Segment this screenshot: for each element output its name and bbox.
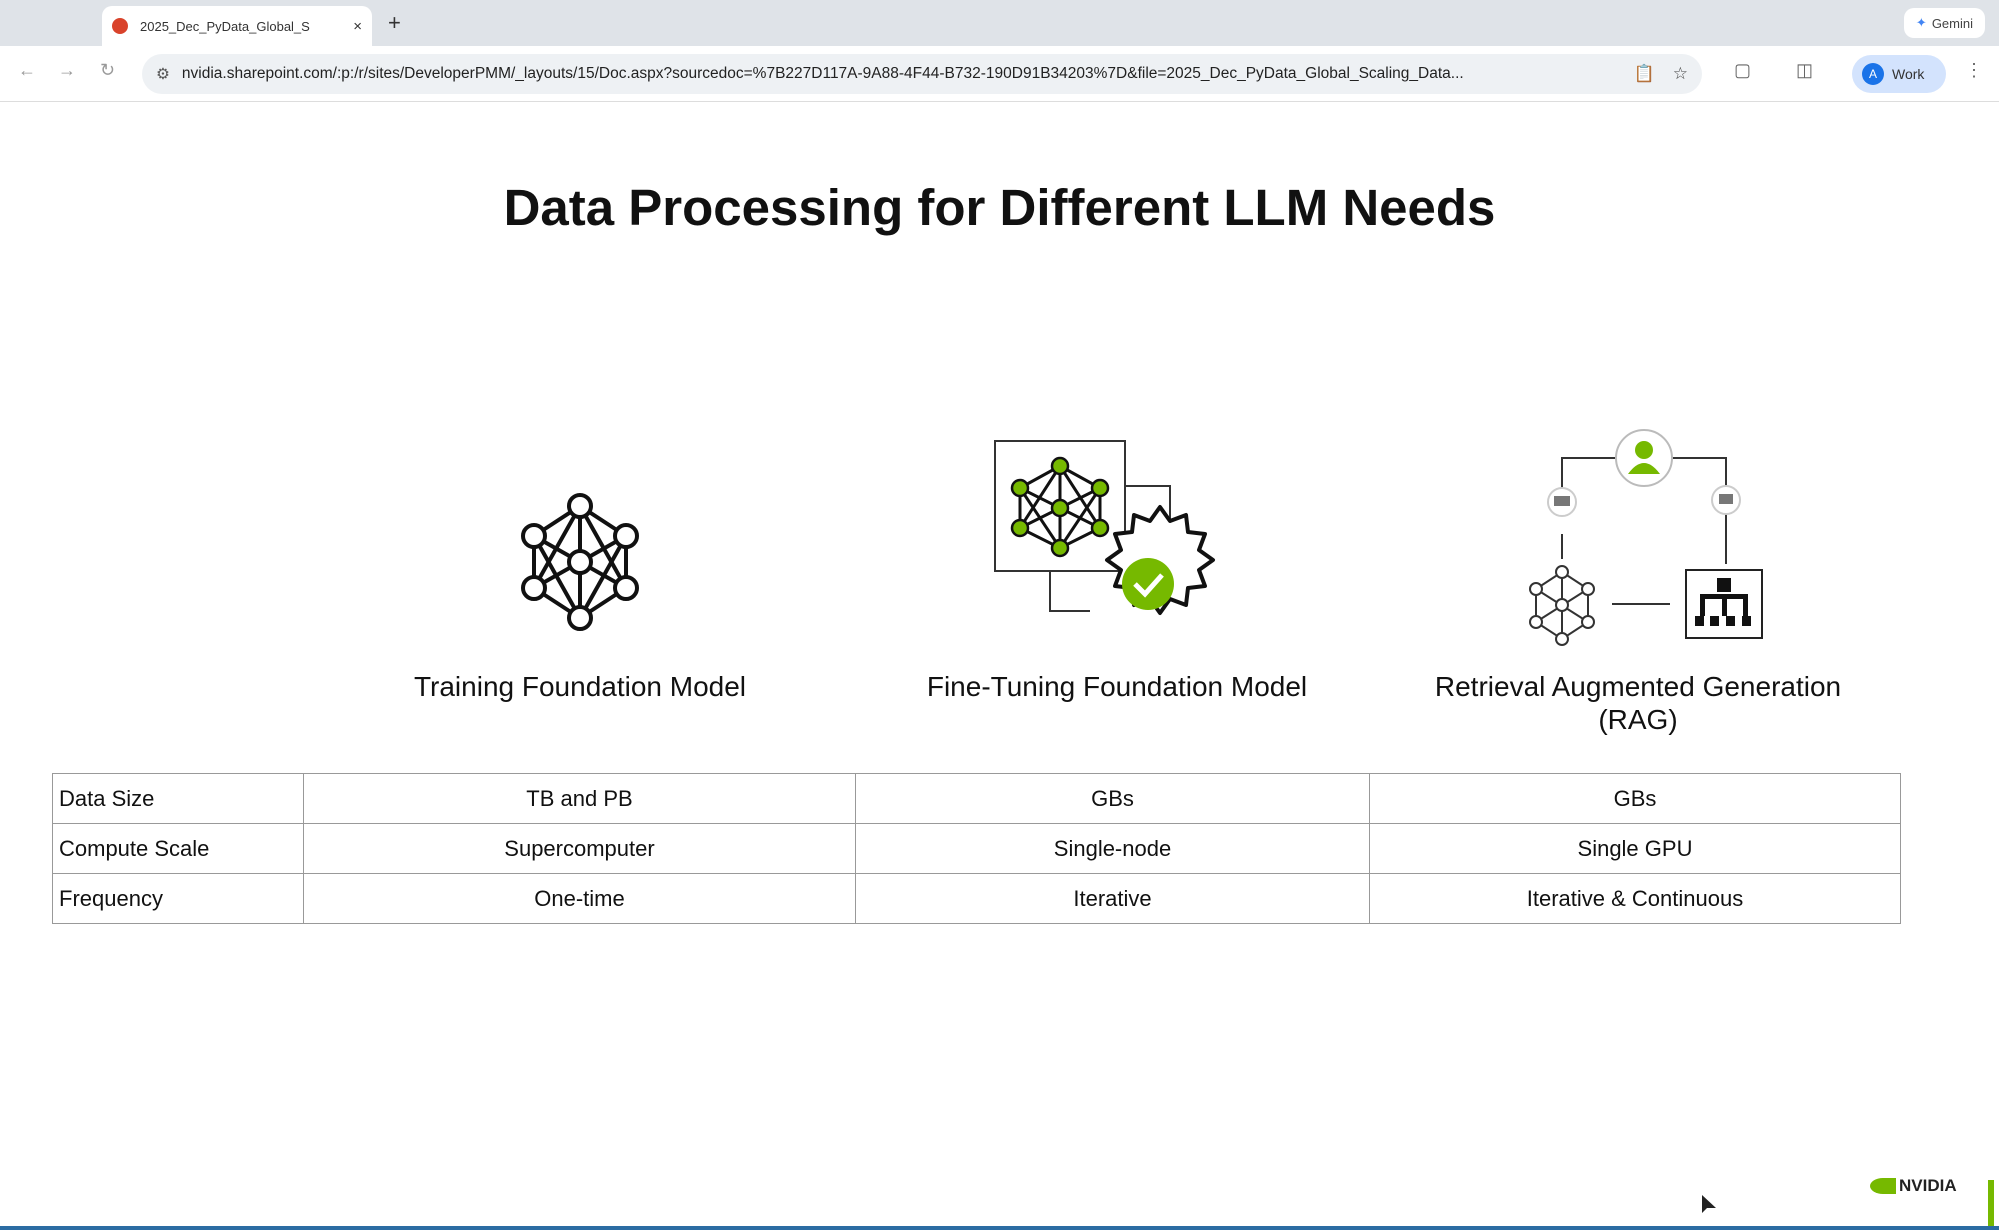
nvidia-logo: NVIDIA	[1870, 1176, 1957, 1196]
profile-label: Work	[1892, 66, 1925, 82]
row-header: Frequency	[52, 873, 304, 924]
gear-icon	[1105, 505, 1215, 615]
table-cell: One-time	[303, 873, 856, 924]
column-label-fine-tuning: Fine-Tuning Foundation Model	[926, 671, 1308, 702]
table-cell: Single GPU	[1369, 823, 1901, 874]
small-neural-network-icon	[1529, 565, 1595, 646]
row-header: Data Size	[52, 773, 304, 824]
table-cell: TB and PB	[303, 773, 856, 824]
extensions-icon[interactable]: ▢	[1734, 60, 1752, 80]
table-cell: Iterative	[855, 873, 1370, 924]
taskbar-strip	[0, 1226, 1999, 1230]
more-menu-icon[interactable]: ⋮	[1965, 60, 1983, 80]
column-label-rag: Retrieval Augmented Generation (RAG)	[1434, 671, 1842, 735]
comparison-table: Data Size TB and PB GBs GBs Compute Scal…	[52, 773, 1901, 924]
neural-network-icon	[521, 493, 639, 631]
bookmark-star-icon[interactable]: ☆	[1672, 64, 1688, 83]
table-cell: Single-node	[855, 823, 1370, 874]
nvidia-eye-icon	[1870, 1178, 1896, 1194]
table-cell: Iterative & Continuous	[1369, 873, 1901, 924]
new-tab-button[interactable]: +	[388, 10, 401, 35]
table-row: Compute Scale Supercomputer Single-node …	[52, 823, 1901, 874]
powerpoint-favicon-icon	[112, 18, 128, 34]
tab-bar: 2025_Dec_PyData_Global_S × + ✦ Gemini	[0, 0, 1999, 46]
fine-tuning-gear-icon	[994, 440, 1215, 615]
site-settings-icon[interactable]: ⚙	[156, 65, 170, 83]
table-row: Data Size TB and PB GBs GBs	[52, 773, 1901, 824]
table-row: Frequency One-time Iterative Iterative &…	[52, 873, 1901, 924]
table-cell: GBs	[1369, 773, 1901, 824]
gemini-sparkle-icon: ✦	[1915, 15, 1927, 30]
table-cell: GBs	[855, 773, 1370, 824]
table-cell: Supercomputer	[303, 823, 856, 874]
column-label-training: Training Foundation Model	[413, 671, 747, 702]
gemini-label: Gemini	[1931, 15, 1973, 31]
tab-title: 2025_Dec_PyData_Global_S	[140, 18, 310, 34]
row-header: Compute Scale	[52, 823, 304, 874]
avatar: A	[1862, 63, 1884, 85]
clipboard-icon[interactable]: 📋	[1633, 64, 1655, 83]
gemini-button[interactable]: ✦ Gemini	[1903, 8, 1985, 38]
close-tab-icon[interactable]: ×	[353, 17, 362, 35]
navigation-bar: ← → ↻ ⚙ nvidia.sharepoint.com/:p:/r/site…	[0, 46, 1999, 102]
url-text[interactable]: nvidia.sharepoint.com/:p:/r/sites/Develo…	[181, 65, 1464, 82]
browser-tab[interactable]: 2025_Dec_PyData_Global_S ×	[102, 6, 372, 46]
side-panel-icon[interactable]: ◫	[1796, 60, 1814, 80]
nvidia-wordmark: NVIDIA	[1899, 1176, 1957, 1195]
address-bar[interactable]: ⚙ nvidia.sharepoint.com/:p:/r/sites/Deve…	[142, 54, 1702, 94]
back-icon[interactable]: ←	[18, 60, 36, 80]
forward-icon[interactable]: →	[58, 60, 76, 80]
accent-bar	[1988, 1180, 1994, 1226]
mouse-cursor-icon	[1702, 1195, 1716, 1213]
profile-button[interactable]: A Work	[1852, 55, 1946, 93]
rag-diagram-icon	[1529, 429, 1763, 646]
reload-icon[interactable]: ↻	[100, 60, 116, 80]
slide-title: Data Processing for Different LLM Needs	[503, 179, 1496, 236]
